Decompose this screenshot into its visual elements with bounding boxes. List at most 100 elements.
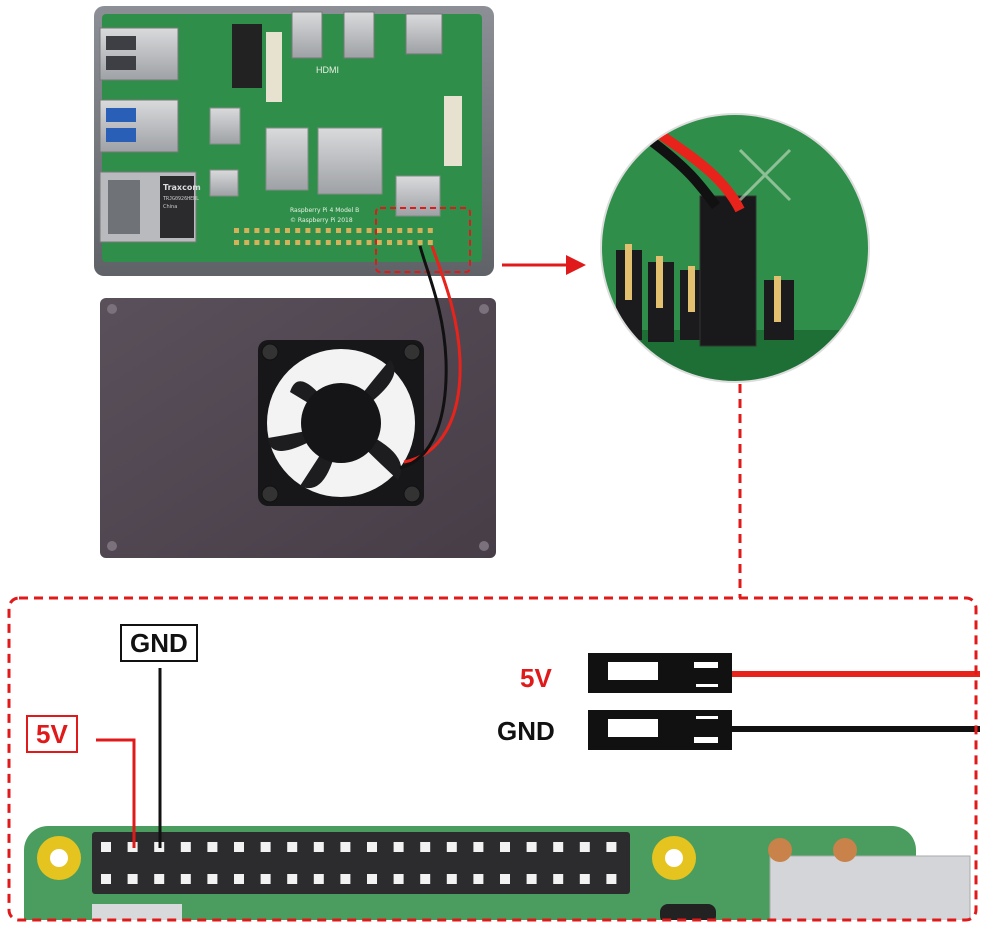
ethernet-port bbox=[99, 171, 197, 243]
gpio-pin bbox=[244, 228, 250, 233]
gpio-pin bbox=[407, 228, 413, 233]
gnd-pin-label: GND bbox=[120, 624, 198, 662]
gpio-pin bbox=[313, 842, 324, 852]
gpio-header-schematic bbox=[92, 832, 630, 894]
fan-connector-5v bbox=[588, 653, 732, 693]
ethernet-chip-origin: China bbox=[163, 204, 177, 210]
hdmi-marking: HDMI bbox=[316, 65, 339, 75]
gpio-pin bbox=[313, 874, 324, 884]
gpio-pin bbox=[387, 228, 392, 233]
gpio-pin bbox=[287, 874, 298, 884]
gpio-pin bbox=[244, 240, 250, 245]
gpio-pin bbox=[376, 228, 382, 233]
gpio-pin bbox=[367, 842, 377, 852]
gpio-pin bbox=[325, 240, 331, 245]
lid-screw-hole bbox=[479, 304, 489, 314]
micro-hdmi-0 bbox=[291, 11, 323, 59]
gpio-pin bbox=[336, 228, 341, 233]
gpio-pin bbox=[579, 842, 590, 852]
pinout-schematic bbox=[24, 653, 980, 920]
gpio-pin bbox=[387, 240, 392, 245]
gpio-pin bbox=[315, 240, 321, 245]
gpio-pin bbox=[446, 874, 457, 884]
gpio-pin bbox=[356, 228, 362, 233]
gpio-pin bbox=[367, 874, 377, 884]
gpio-pin bbox=[274, 240, 280, 245]
gpio-pin bbox=[427, 228, 433, 233]
gpio-pin bbox=[274, 228, 280, 233]
gpio-pin bbox=[264, 240, 270, 245]
gpio-pin bbox=[287, 842, 298, 852]
gpio-pin bbox=[606, 874, 617, 884]
ethernet-chip-marking: Traxcom bbox=[163, 183, 201, 192]
gpio-pin bbox=[295, 240, 301, 245]
ethernet-chip-code: TRJG0926HENL bbox=[163, 196, 199, 202]
micro-hdmi-1 bbox=[343, 11, 375, 59]
gpio-pin bbox=[500, 874, 510, 884]
gpio-pin bbox=[366, 228, 372, 233]
gpio-pin bbox=[254, 240, 260, 245]
gpio-pin bbox=[579, 874, 590, 884]
gpio-pin bbox=[260, 842, 271, 852]
gpio-pin bbox=[207, 842, 218, 852]
5v-connector-label: 5V bbox=[520, 663, 552, 693]
gpio-pin bbox=[346, 228, 352, 233]
gpio-pin bbox=[234, 240, 239, 245]
gpio-pin bbox=[473, 874, 484, 884]
gpio-pin bbox=[101, 842, 111, 852]
gpio-pin bbox=[325, 228, 331, 233]
gpio-pin bbox=[305, 240, 311, 245]
gpio-pin bbox=[336, 240, 341, 245]
gpio-pin bbox=[101, 874, 111, 884]
cooling-fan bbox=[258, 340, 424, 506]
fan-pin-highlight bbox=[375, 207, 471, 273]
gpio-pin bbox=[397, 228, 403, 233]
gpio-pin bbox=[315, 228, 321, 233]
gpio-pin bbox=[606, 842, 617, 852]
lid-screw-hole bbox=[107, 304, 117, 314]
gpio-pin bbox=[285, 240, 290, 245]
5v-pin-label: 5V bbox=[26, 715, 78, 753]
gpio-pin bbox=[376, 240, 382, 245]
gpio-pin bbox=[526, 842, 537, 852]
gpio-pin bbox=[500, 842, 510, 852]
callout-arrow bbox=[502, 255, 586, 275]
gpio-pin bbox=[417, 240, 423, 245]
lid-with-fan-photo bbox=[100, 245, 496, 558]
gpio-pin bbox=[526, 874, 537, 884]
gpio-pin bbox=[154, 874, 165, 884]
gpio-pin bbox=[417, 228, 423, 233]
gpio-pin bbox=[473, 842, 484, 852]
gpio-pin bbox=[397, 240, 403, 245]
usb-ports bbox=[99, 27, 179, 153]
gpio-pin bbox=[295, 228, 301, 233]
gnd-connector-label: GND bbox=[497, 716, 555, 746]
gpio-pin bbox=[407, 240, 413, 245]
gpio-pin bbox=[553, 874, 564, 884]
gpio-pin bbox=[356, 240, 362, 245]
model-marking: Raspberry Pi 4 Model B bbox=[290, 207, 359, 214]
gpio-pin bbox=[127, 874, 138, 884]
gpio-pin bbox=[393, 874, 404, 884]
gpio-pin bbox=[234, 228, 239, 233]
schematic-frame bbox=[7, 596, 978, 922]
gpio-pin bbox=[446, 842, 457, 852]
gpio-pin bbox=[234, 874, 244, 884]
gpio-pin bbox=[366, 240, 372, 245]
gpio-pin bbox=[234, 842, 244, 852]
lid-screw-hole bbox=[107, 541, 117, 551]
heatsinks bbox=[209, 107, 441, 217]
fan-wire-red bbox=[403, 245, 462, 464]
usb-c-port bbox=[405, 13, 443, 55]
gpio-pin bbox=[427, 240, 433, 245]
pi-case-photo bbox=[94, 6, 494, 276]
leader-5v bbox=[96, 738, 136, 848]
lid-screw-hole bbox=[479, 541, 489, 551]
gpio-pin bbox=[264, 228, 270, 233]
gpio-pin bbox=[180, 874, 191, 884]
gpio-pin bbox=[553, 842, 564, 852]
copyright-marking: © Raspberry Pi 2018 bbox=[290, 217, 353, 224]
gpio-pin bbox=[254, 228, 260, 233]
